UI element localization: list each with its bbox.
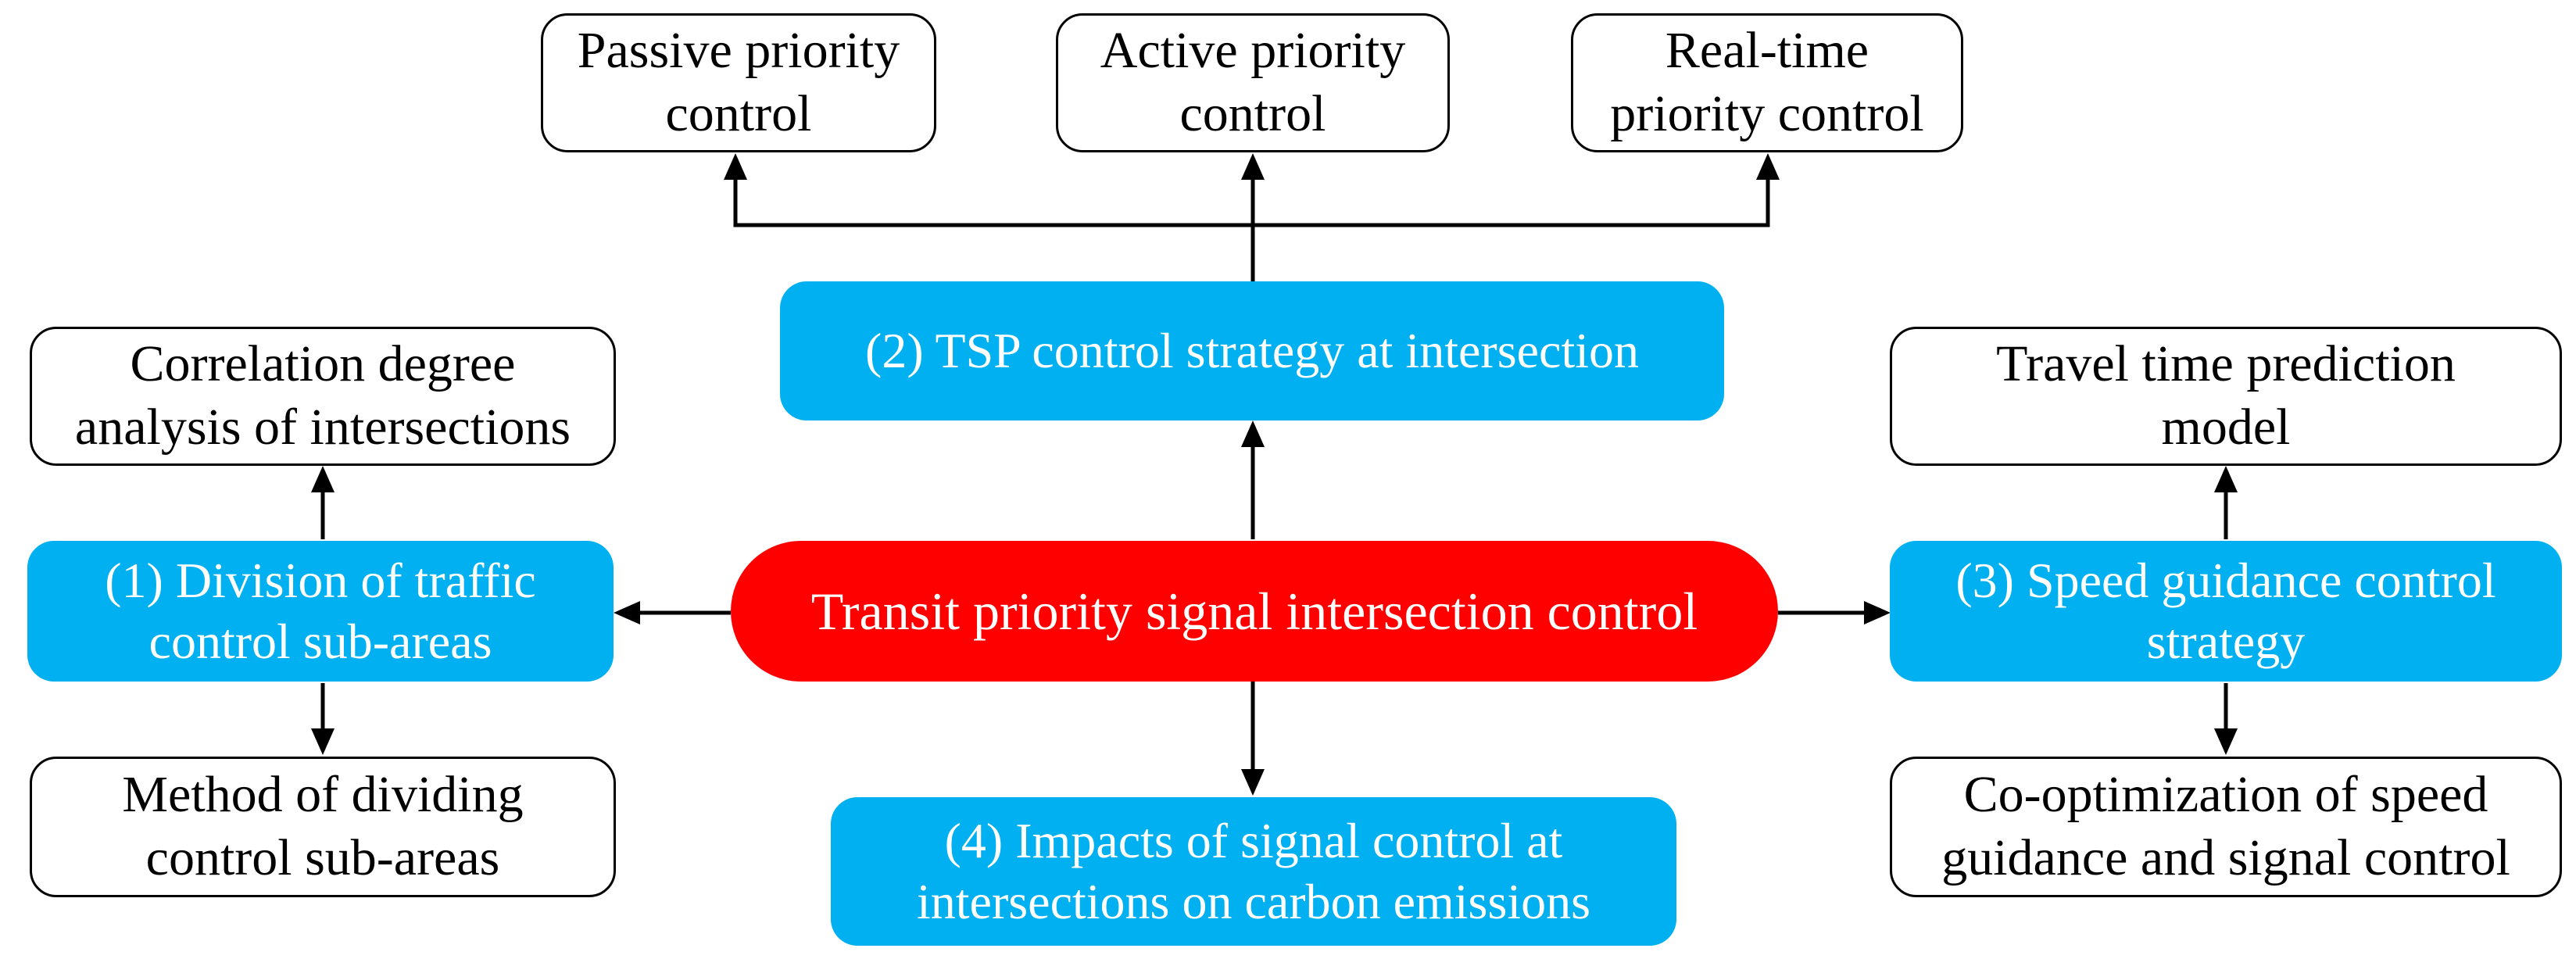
- arrowhead-speed: [1864, 601, 1891, 624]
- arrowhead-tsp: [1241, 420, 1265, 447]
- arrowhead-correlation: [311, 466, 335, 492]
- leaf-method-of-dividing: Method of dividing control sub-areas: [30, 757, 616, 897]
- arrowhead-method: [311, 728, 335, 755]
- category-carbon-emissions: (4) Impacts of signal control at interse…: [831, 797, 1676, 946]
- leaf-real-time-priority-control: Real-time priority control: [1571, 13, 1963, 152]
- category-tsp-control-strategy: (2) TSP control strategy at intersection: [780, 281, 1724, 420]
- category-division-of-sub-areas: (1) Division of traffic control sub-area…: [27, 541, 614, 682]
- arrowhead-realtime: [1756, 153, 1780, 180]
- arrowhead-active: [1241, 153, 1265, 180]
- leaf-travel-time-prediction: Travel time prediction model: [1890, 327, 2562, 466]
- arrowhead-carbon: [1241, 769, 1265, 796]
- leaf-correlation-degree-analysis: Correlation degree analysis of intersect…: [30, 327, 616, 466]
- arrowhead-division: [614, 601, 640, 624]
- category-speed-guidance: (3) Speed guidance control strategy: [1890, 541, 2562, 682]
- leaf-passive-priority-control: Passive priority control: [541, 13, 936, 152]
- arrowhead-travel-time: [2214, 466, 2238, 492]
- center-transit-priority-control: Transit priority signal intersection con…: [731, 541, 1778, 682]
- arrowhead-passive: [724, 153, 747, 180]
- leaf-active-priority-control: Active priority control: [1056, 13, 1450, 152]
- arrowhead-co-optimization: [2214, 728, 2238, 755]
- leaf-co-optimization: Co-optimization of speed guidance and si…: [1890, 757, 2562, 897]
